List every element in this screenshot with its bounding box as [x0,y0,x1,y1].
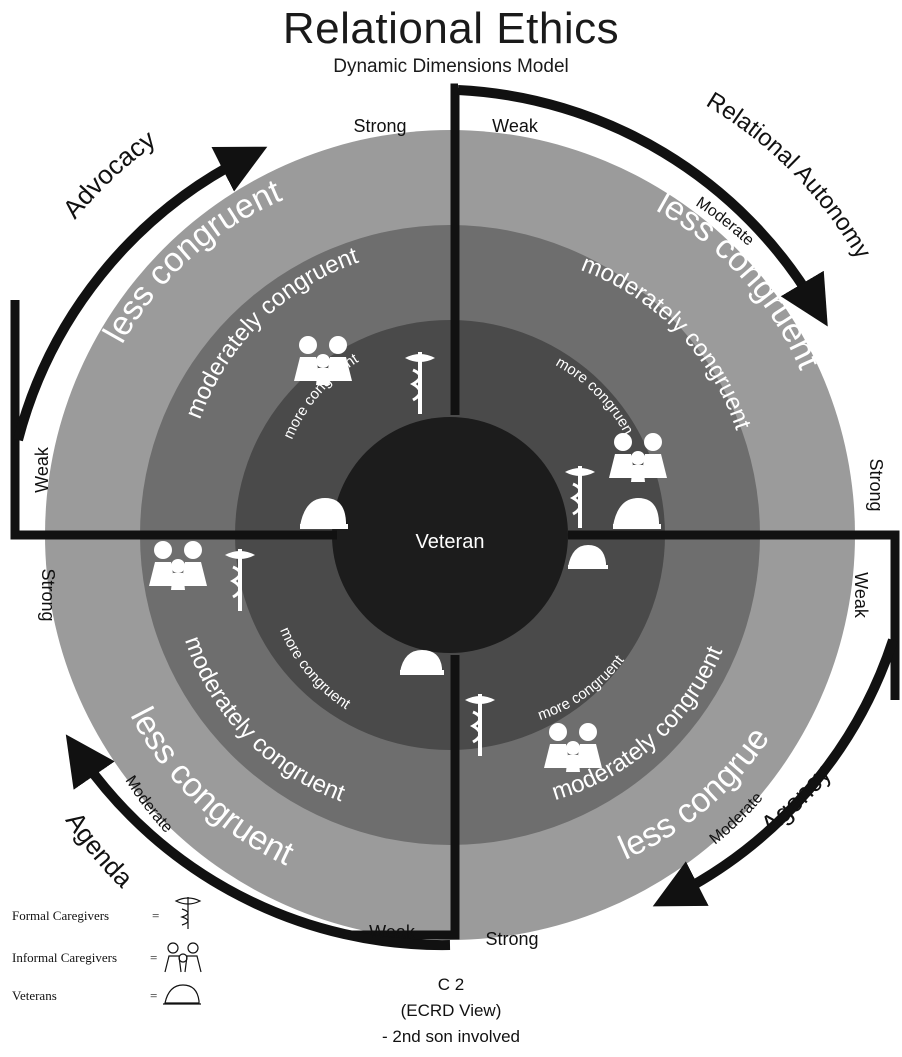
agenda-arrow [65,734,451,951]
strength-strong-top: Strong [353,116,406,136]
strength-strong-bottom: Strong [485,929,538,949]
strength-strong-right: Strong [866,458,886,511]
informal-caregiver-icon-bl [149,541,207,590]
divider-bottom [350,655,460,940]
informal-caregiver-icon-tl [294,336,352,385]
veteran-helmet-icon-r [568,545,608,569]
veteran-helmet-icon-tr [613,498,661,529]
legend-veteran-icon [163,984,201,1005]
diagram-subtitle: Dynamic Dimensions Model [333,56,569,77]
strength-strong-left: Strong [38,568,58,621]
caption-line-1: C 2 [437,975,465,994]
formal-caregiver-icon-tl [405,352,435,414]
legend-veterans-equals: = [150,988,158,1003]
strength-weak-top: Weak [492,116,539,136]
veteran-core [332,417,568,653]
informal-caregiver-icon-tr [609,433,667,482]
legend-veterans-label: Veterans [12,988,57,1003]
divider-left [10,300,337,540]
strength-weak-left: Weak [32,446,52,493]
formal-caregiver-icon-bl [225,549,255,611]
formal-caregiver-icon-tr [565,466,595,528]
dimension-label-advocacy: Advocacy [57,124,161,224]
veteran-helmet-icon-tl [300,498,348,529]
center-label: Veteran [416,531,485,553]
legend-informal-label: Informal Caregivers [12,950,118,965]
diagram-title: Relational Ethics [282,4,620,53]
veteran-helmet-icon-bottom [400,650,444,675]
caption-line-3: - 2nd son involved [382,1027,520,1046]
legend-informal-icon [164,942,202,973]
legend-formal-equals: = [152,908,160,923]
formal-caregiver-icon-br [465,694,495,756]
strength-weak-bottom: Weak [369,922,416,942]
legend-formal-icon [174,897,202,929]
strength-weak-right: Weak [851,572,871,619]
advocacy-arrow [13,146,268,442]
legend-formal-label: Formal Caregivers [12,908,110,923]
caption-line-2: (ECRD View) [400,1001,502,1020]
informal-caregiver-icon-br [544,723,602,772]
divider-top [450,83,460,415]
legend-informal-equals: = [150,950,158,965]
agency-arrow [652,638,898,907]
relational-autonomy-arrow [457,85,828,327]
